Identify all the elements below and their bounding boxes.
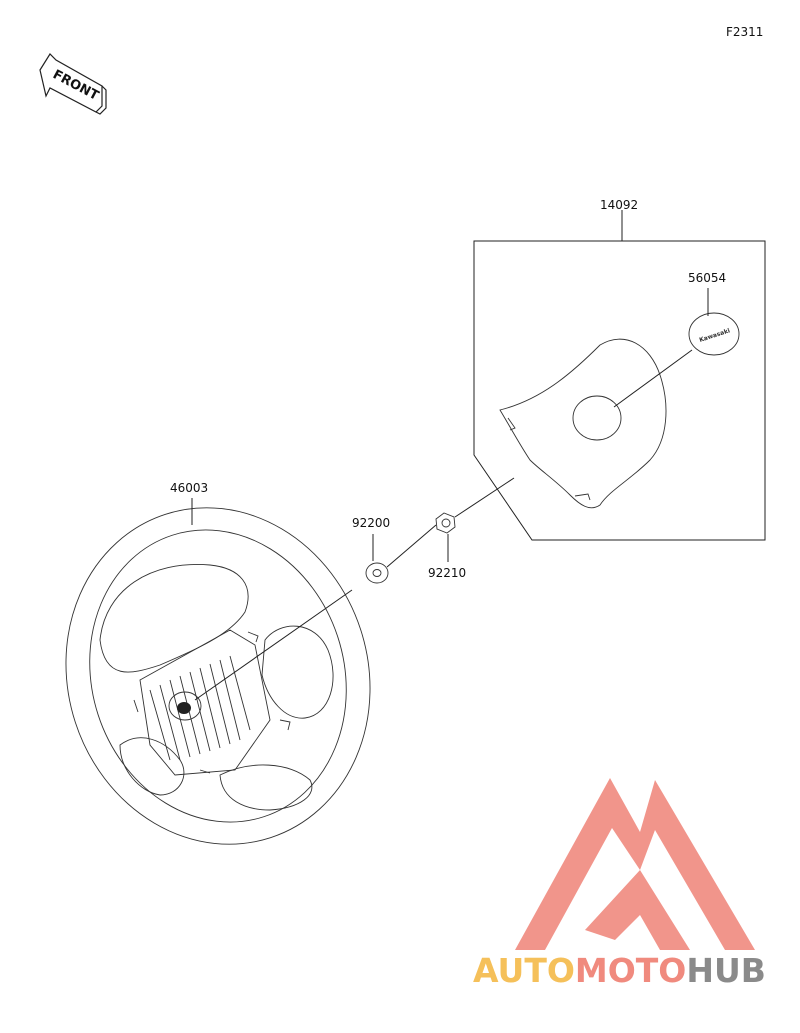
emblem: Kawasaki <box>688 312 740 356</box>
front-arrow-icon: FRONT <box>39 53 107 115</box>
watermark-part-hub: HUB <box>686 951 766 990</box>
label-92200: 92200 <box>352 516 390 530</box>
pad-assembly-bracket <box>473 210 766 541</box>
leader-hub-to-washer <box>194 589 353 701</box>
watermark-text: AUTOMOTOHUB <box>473 951 766 990</box>
leader-nut-to-pad <box>454 477 515 518</box>
label-56054: 56054 <box>688 271 726 285</box>
watermark-part-auto: AUTO <box>473 951 575 990</box>
label-46003: 46003 <box>170 481 208 495</box>
leader-emblem-to-pad <box>613 349 693 408</box>
emblem-text: Kawasaki <box>698 327 731 344</box>
label-14092: 14092 <box>600 198 638 212</box>
nut <box>435 512 456 534</box>
washer <box>365 562 389 584</box>
figure-code: F2311 <box>726 25 763 39</box>
watermark-part-moto: MOTO <box>575 951 686 990</box>
steering-wheel <box>65 507 371 845</box>
watermark-logo <box>515 778 755 950</box>
leader-washer-to-nut <box>386 524 437 568</box>
horn-pad <box>499 338 667 509</box>
label-92210: 92210 <box>428 566 466 580</box>
